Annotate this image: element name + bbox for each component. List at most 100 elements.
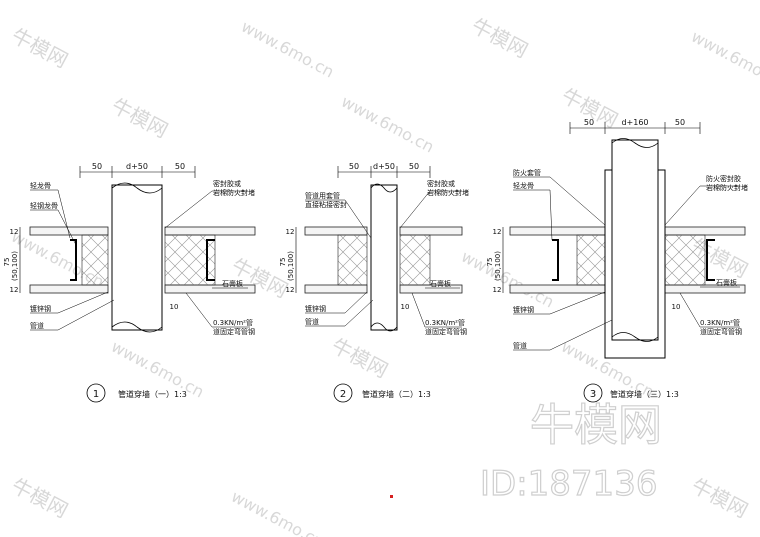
label-stud: 轻龙骨 [30, 181, 51, 190]
dim-left-2: 75 [486, 258, 494, 267]
dim-top-mid: d+160 [621, 118, 648, 127]
dim-top-left: 50 [349, 162, 359, 171]
watermark-brand: 牛模网 [468, 13, 532, 62]
label-fixing: 道固定弯管钢 [425, 327, 467, 336]
label-stud: 轻龙骨 [513, 181, 534, 190]
label-rockwool: 岩棉防火封堵 [427, 188, 469, 197]
dim-left-1: 12 [286, 228, 295, 236]
detail-caption: 管道穿墙（三）1:3 [610, 389, 679, 399]
watermark-url: www.6mo.cn [238, 17, 337, 82]
dim-left-2: 75 [3, 258, 11, 267]
watermark-brand: 牛模网 [8, 23, 72, 72]
detail-number: 1 [93, 389, 99, 400]
pipe-break-bottom [111, 321, 163, 333]
detail-caption: 管道穿墙（一）1:3 [118, 389, 187, 399]
watermark-url: www.6mo.cn [228, 487, 327, 537]
wall-board-top-right [664, 226, 746, 236]
dim-bottom: 10 [170, 303, 179, 311]
dim-left-3: (50,100) [494, 251, 502, 281]
label-gypsum: 石膏板 [716, 278, 737, 287]
detail-caption: 管道穿墙（二）1:3 [362, 389, 431, 399]
red-marker [390, 495, 393, 498]
detail-number-circle [86, 383, 106, 403]
dim-top-left: 50 [584, 118, 594, 127]
insulation-left [576, 234, 606, 286]
dim-left-2: 75 [279, 258, 287, 267]
detail-3: 50 d+160 50 12 75 (50,100) 12 10 防火套管 轻龙… [486, 118, 748, 403]
label-sleeve: 管道用套管 [305, 191, 340, 200]
insulation-left [81, 234, 109, 286]
detail-number-circle [333, 383, 353, 403]
label-load: 0.3KN/m²管 [700, 318, 740, 327]
label-galvanized: 镀锌钢 [30, 304, 51, 313]
insulation-right [664, 234, 706, 286]
watermark-url: www.6mo.cn [688, 27, 760, 92]
pipe-break-bottom [370, 322, 398, 332]
dim-top-mid: d+50 [126, 162, 148, 171]
dim-left-4: 12 [10, 286, 19, 294]
watermark-url: www.6mo.cn [458, 247, 557, 312]
wall-board-top-right [164, 226, 256, 236]
label-fixing: 道固定弯管钢 [213, 327, 255, 336]
detail-number: 3 [590, 389, 596, 400]
label-sealant: 密封胶或 [213, 179, 241, 188]
watermark-brand: 牛模网 [108, 93, 172, 142]
wall-board-bottom-right [399, 284, 463, 294]
label-pipe: 管道 [305, 317, 319, 326]
steel-stud-right [206, 239, 215, 281]
insulation-left [337, 234, 368, 286]
label-galvanized: 镀锌钢 [305, 304, 326, 313]
label-gypsum: 石膏板 [222, 279, 243, 288]
dim-bottom: 10 [672, 303, 681, 311]
label-pipe: 管道 [30, 321, 44, 330]
label-pipe: 管道 [513, 341, 527, 350]
pipe-break-top [111, 182, 163, 194]
dim-left-3: (50,100) [11, 251, 19, 281]
label-rockwool: 岩棉防火封堵 [706, 183, 748, 192]
watermark-brand: 牛模网 [8, 473, 72, 522]
label-steel-stud: 轻钢龙骨 [30, 201, 58, 210]
label-gypsum: 石膏板 [430, 279, 451, 288]
steel-stud-left [552, 239, 559, 281]
watermark-brand: 牛模网 [688, 473, 752, 522]
wall-board-top-right [399, 226, 463, 236]
dim-top-right: 50 [409, 162, 419, 171]
pipe-break-top [370, 183, 398, 193]
insulation-right [399, 234, 431, 286]
wall-board-bottom-left [29, 284, 109, 294]
watermark-id: ID:187136 [480, 464, 657, 504]
dim-left-3: (50,100) [287, 251, 295, 281]
pipe-break-bottom [611, 332, 659, 342]
label-load: 0.3KN/m²管 [213, 318, 253, 327]
wall-board-top-left [304, 226, 368, 236]
detail-2: 50 d+50 50 12 75 (50,100) 12 10 管道用套管 直接… [279, 162, 469, 403]
dim-left-4: 12 [493, 286, 502, 294]
pipe-body [111, 184, 163, 331]
pipe-body [611, 139, 659, 341]
dim-top-right: 50 [175, 162, 185, 171]
dim-left-4: 12 [286, 286, 295, 294]
watermark-brand: 牛模网 [328, 333, 392, 382]
pipe-break-top [611, 138, 659, 148]
label-fixing: 道固定弯管钢 [700, 327, 742, 336]
label-sealant: 密封胶或 [427, 179, 455, 188]
dim-top-left: 50 [92, 162, 102, 171]
watermark-url: www.6mo.cn [338, 92, 437, 157]
dim-left-1: 12 [493, 228, 502, 236]
steel-stud-right [706, 239, 715, 281]
detail-number: 2 [340, 389, 346, 400]
label-sleeve-2: 直接粘接密封 [305, 200, 347, 209]
label-load: 0.3KN/m²管 [425, 318, 465, 327]
label-fire-sealant: 防火密封胶 [706, 174, 741, 183]
dim-top-right: 50 [675, 118, 685, 127]
detail-number-circle [583, 383, 603, 403]
steel-stud-left [70, 239, 77, 281]
wall-board-bottom-left [304, 284, 368, 294]
label-fire-sleeve: 防火套管 [513, 168, 541, 177]
label-galvanized: 镀锌钢 [513, 305, 534, 314]
dim-top-mid: d+50 [373, 162, 395, 171]
watermark-brand-large: 牛模网 [530, 400, 662, 451]
wall-board-bottom-left [509, 284, 606, 294]
detail-1: 50 d+50 50 12 75 (50,100) 12 10 轻龙骨 轻钢龙骨… [3, 162, 256, 403]
